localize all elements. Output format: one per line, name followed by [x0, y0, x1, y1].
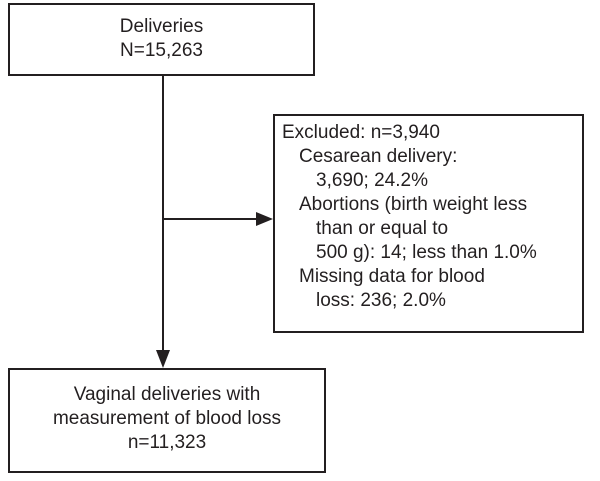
arrowhead-right	[256, 212, 273, 226]
vaginal-deliveries-count: n=11,323	[127, 432, 207, 453]
excluded-box: Excluded: n=3,940 Cesarean delivery: 3,6…	[273, 114, 584, 333]
vaginal-deliveries-label: Vaginal deliveries with	[73, 384, 261, 405]
abortions-label-cont: than or equal to	[316, 218, 449, 239]
excluded-title: Excluded: n=3,940	[282, 122, 440, 143]
deliveries-count: N=15,263	[120, 40, 203, 61]
vaginal-deliveries-box: Vaginal deliveries with measurement of b…	[8, 368, 326, 473]
deliveries-label: Deliveries	[119, 16, 204, 37]
deliveries-box: Deliveries N=15,263	[8, 3, 315, 76]
missing-data-value: loss: 236; 2.0%	[316, 290, 446, 311]
cesarean-value: 3,690; 24.2%	[316, 170, 428, 191]
cesarean-label: Cesarean delivery:	[299, 146, 458, 167]
abortions-label: Abortions (birth weight less	[299, 194, 528, 215]
blood-loss-label: measurement of blood loss	[52, 408, 282, 429]
arrowhead-down	[156, 350, 170, 368]
abortions-value: 500 g): 14; less than 1.0%	[316, 242, 537, 263]
missing-data-label: Missing data for blood	[299, 266, 485, 287]
